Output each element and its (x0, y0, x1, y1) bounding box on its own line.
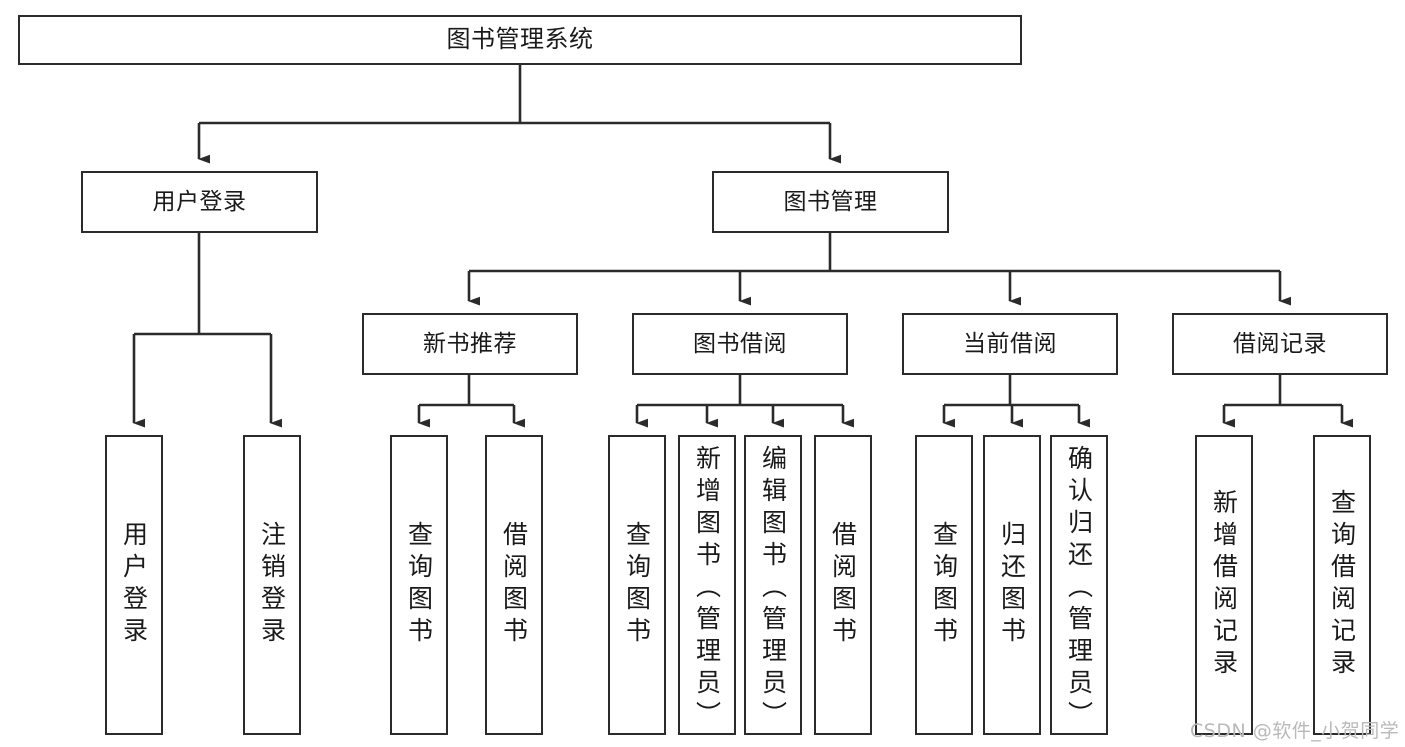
node-leaf-query-record-label: 查询借阅记录 (1327, 489, 1357, 681)
node-leaf-query-book-3[interactable]: 查询图书 (915, 435, 973, 735)
node-leaf-user-login-label: 用户登录 (119, 521, 149, 649)
node-leaf-add-book-label: 新增图书（管理员） (692, 445, 722, 733)
node-leaf-borrow-book-2-label: 借阅图书 (828, 521, 858, 649)
node-leaf-edit-book[interactable]: 编辑图书（管理员） (744, 435, 802, 735)
node-leaf-borrow-book-1-label: 借阅图书 (499, 521, 529, 649)
node-leaf-logout-login[interactable]: 注销登录 (243, 435, 301, 735)
node-leaf-borrow-book-2[interactable]: 借阅图书 (814, 435, 872, 735)
node-leaf-confirm-return-label: 确认归还（管理员） (1064, 445, 1094, 733)
node-leaf-query-book-2[interactable]: 查询图书 (608, 435, 666, 735)
node-leaf-query-record[interactable]: 查询借阅记录 (1313, 435, 1371, 735)
node-root-label: 图书管理系统 (446, 25, 594, 54)
node-leaf-edit-book-label: 编辑图书（管理员） (758, 445, 788, 733)
node-borrow-record[interactable]: 借阅记录 (1172, 313, 1388, 375)
node-leaf-return-book[interactable]: 归还图书 (983, 435, 1041, 735)
node-leaf-add-record[interactable]: 新增借阅记录 (1195, 435, 1253, 735)
node-book-borrow[interactable]: 图书借阅 (632, 313, 848, 375)
node-leaf-confirm-return[interactable]: 确认归还（管理员） (1050, 435, 1108, 735)
node-new-book-recommend-label: 新书推荐 (423, 330, 517, 357)
node-user-login-label: 用户登录 (152, 188, 247, 215)
node-leaf-query-book-2-label: 查询图书 (622, 521, 652, 649)
node-book-management-label: 图书管理 (783, 188, 878, 215)
node-new-book-recommend[interactable]: 新书推荐 (362, 313, 578, 375)
node-leaf-add-book[interactable]: 新增图书（管理员） (678, 435, 736, 735)
watermark-text: CSDN @软件_小贺同学 (1190, 720, 1400, 742)
node-current-borrow-label: 当前借阅 (963, 330, 1057, 357)
node-leaf-logout-login-label: 注销登录 (257, 521, 287, 649)
node-leaf-return-book-label: 归还图书 (997, 521, 1027, 649)
node-leaf-borrow-book-1[interactable]: 借阅图书 (485, 435, 543, 735)
node-root[interactable]: 图书管理系统 (18, 15, 1022, 65)
node-current-borrow[interactable]: 当前借阅 (902, 313, 1118, 375)
node-leaf-user-login[interactable]: 用户登录 (105, 435, 163, 735)
node-leaf-query-book-1[interactable]: 查询图书 (390, 435, 448, 735)
node-borrow-record-label: 借阅记录 (1233, 330, 1327, 357)
node-book-management[interactable]: 图书管理 (712, 171, 949, 233)
node-leaf-add-record-label: 新增借阅记录 (1209, 489, 1239, 681)
node-leaf-query-book-1-label: 查询图书 (404, 521, 434, 649)
node-user-login[interactable]: 用户登录 (81, 171, 318, 233)
node-book-borrow-label: 图书借阅 (693, 330, 787, 357)
node-leaf-query-book-3-label: 查询图书 (929, 521, 959, 649)
